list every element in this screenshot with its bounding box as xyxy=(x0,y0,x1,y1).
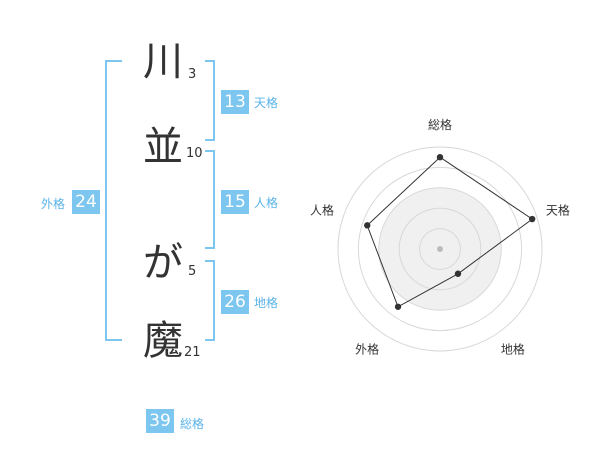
chikaku-score-box: 26 xyxy=(221,290,249,314)
radar-axis-label-5: 人格 xyxy=(310,203,334,218)
jinkaku-bracket xyxy=(205,150,215,249)
radar-point-1 xyxy=(436,154,444,161)
radar-axis-label-2: 天格 xyxy=(546,203,570,218)
radar-axis-label-3: 地格 xyxy=(501,341,525,356)
radar-ring-1 xyxy=(419,228,461,270)
soukaku-score-box: 39 xyxy=(146,409,174,433)
radar-point-4 xyxy=(394,303,402,310)
radar-polygon xyxy=(366,156,534,308)
chikaku-bracket xyxy=(205,260,215,341)
name-char-1: 川 xyxy=(143,39,183,85)
name-char-3: が xyxy=(143,240,183,286)
gaikaku-score-box: 24 xyxy=(72,190,100,214)
radar-axis-label-1: 総格 xyxy=(428,117,452,132)
radar-point-3 xyxy=(454,270,462,277)
jinkaku-score-box: 15 xyxy=(221,190,249,214)
radar-point-5 xyxy=(364,222,371,229)
name-char-2: 並 xyxy=(143,124,183,170)
radar-center-dot xyxy=(437,246,443,252)
radar-axis-label-4: 外格 xyxy=(355,341,379,356)
radar-ring-5 xyxy=(337,146,543,352)
radar-ring-2 xyxy=(398,207,482,291)
stroke-count-4: 21 xyxy=(184,345,201,360)
tenkaku-score-box: 13 xyxy=(221,90,249,114)
radar-ring-4 xyxy=(357,166,523,332)
gaikaku-bracket xyxy=(105,60,122,341)
radar-point-2 xyxy=(528,215,536,223)
tenkaku-label: 天格 xyxy=(254,96,279,110)
soukaku-label: 総格 xyxy=(180,417,205,431)
stroke-count-2: 10 xyxy=(186,146,203,161)
tenkaku-bracket xyxy=(205,60,215,141)
stroke-count-1: 3 xyxy=(188,67,197,82)
name-char-4: 魔 xyxy=(143,318,183,364)
stroke-count-3: 5 xyxy=(188,264,197,279)
gaikaku-label: 外格 xyxy=(41,197,66,211)
jinkaku-label: 人格 xyxy=(254,196,279,210)
radar-ring-3 xyxy=(378,187,502,311)
chikaku-label: 地格 xyxy=(254,296,279,310)
